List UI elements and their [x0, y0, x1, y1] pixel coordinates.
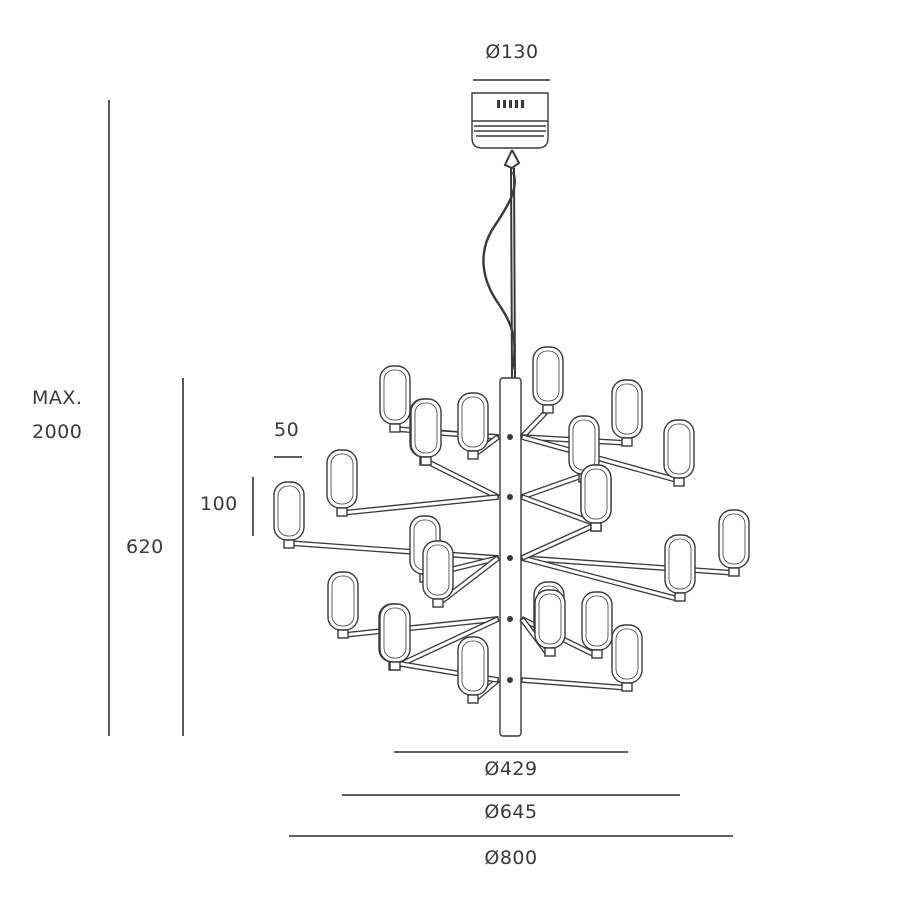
lamp-shade: [273, 481, 305, 549]
arm-hubs: [507, 434, 513, 683]
lamp-shade: [379, 365, 411, 433]
outer-diameter-label: Ø800: [484, 847, 538, 869]
lamp-shade: [663, 419, 695, 487]
max-height-label-line2: 2000: [32, 421, 83, 443]
lamp-shade: [580, 464, 612, 532]
lamp-shade: [664, 534, 696, 602]
lamp-shade: [326, 449, 358, 517]
body-height-label: 620: [126, 536, 164, 558]
lamp-shade: [718, 509, 750, 577]
canopy-vent-slots: [497, 100, 524, 108]
lamp-shade: [457, 636, 489, 704]
suspension-cable: [482, 149, 521, 379]
inner-diameter-label: Ø429: [484, 758, 538, 780]
middle-diameter-label: Ø645: [484, 801, 538, 823]
max-height-label-line1: MAX.: [32, 387, 83, 409]
canopy-diameter-label: Ø130: [485, 41, 539, 63]
lamp-shade: [410, 398, 442, 466]
canopy: [471, 92, 549, 149]
lamp-shade: [327, 571, 359, 639]
shade-height-label: 100: [200, 493, 238, 515]
arm: [341, 494, 499, 516]
arm: [424, 458, 500, 500]
arm: [521, 677, 629, 691]
lamp-shade: [611, 624, 643, 692]
lamp-shade: [457, 392, 489, 460]
arm: [520, 472, 586, 500]
lamp-shade: [422, 540, 454, 608]
lamp-shade: [581, 591, 613, 659]
lamp-shades: [273, 346, 750, 704]
arm: [288, 540, 499, 561]
arm: [520, 521, 599, 561]
lamp-shade: [379, 603, 411, 671]
lamp-shade: [534, 589, 566, 657]
lamp-shade: [611, 379, 643, 447]
lamp-shade: [532, 346, 564, 414]
dimension-lines: [108, 79, 733, 837]
arm-offset-label: 50: [274, 419, 300, 441]
